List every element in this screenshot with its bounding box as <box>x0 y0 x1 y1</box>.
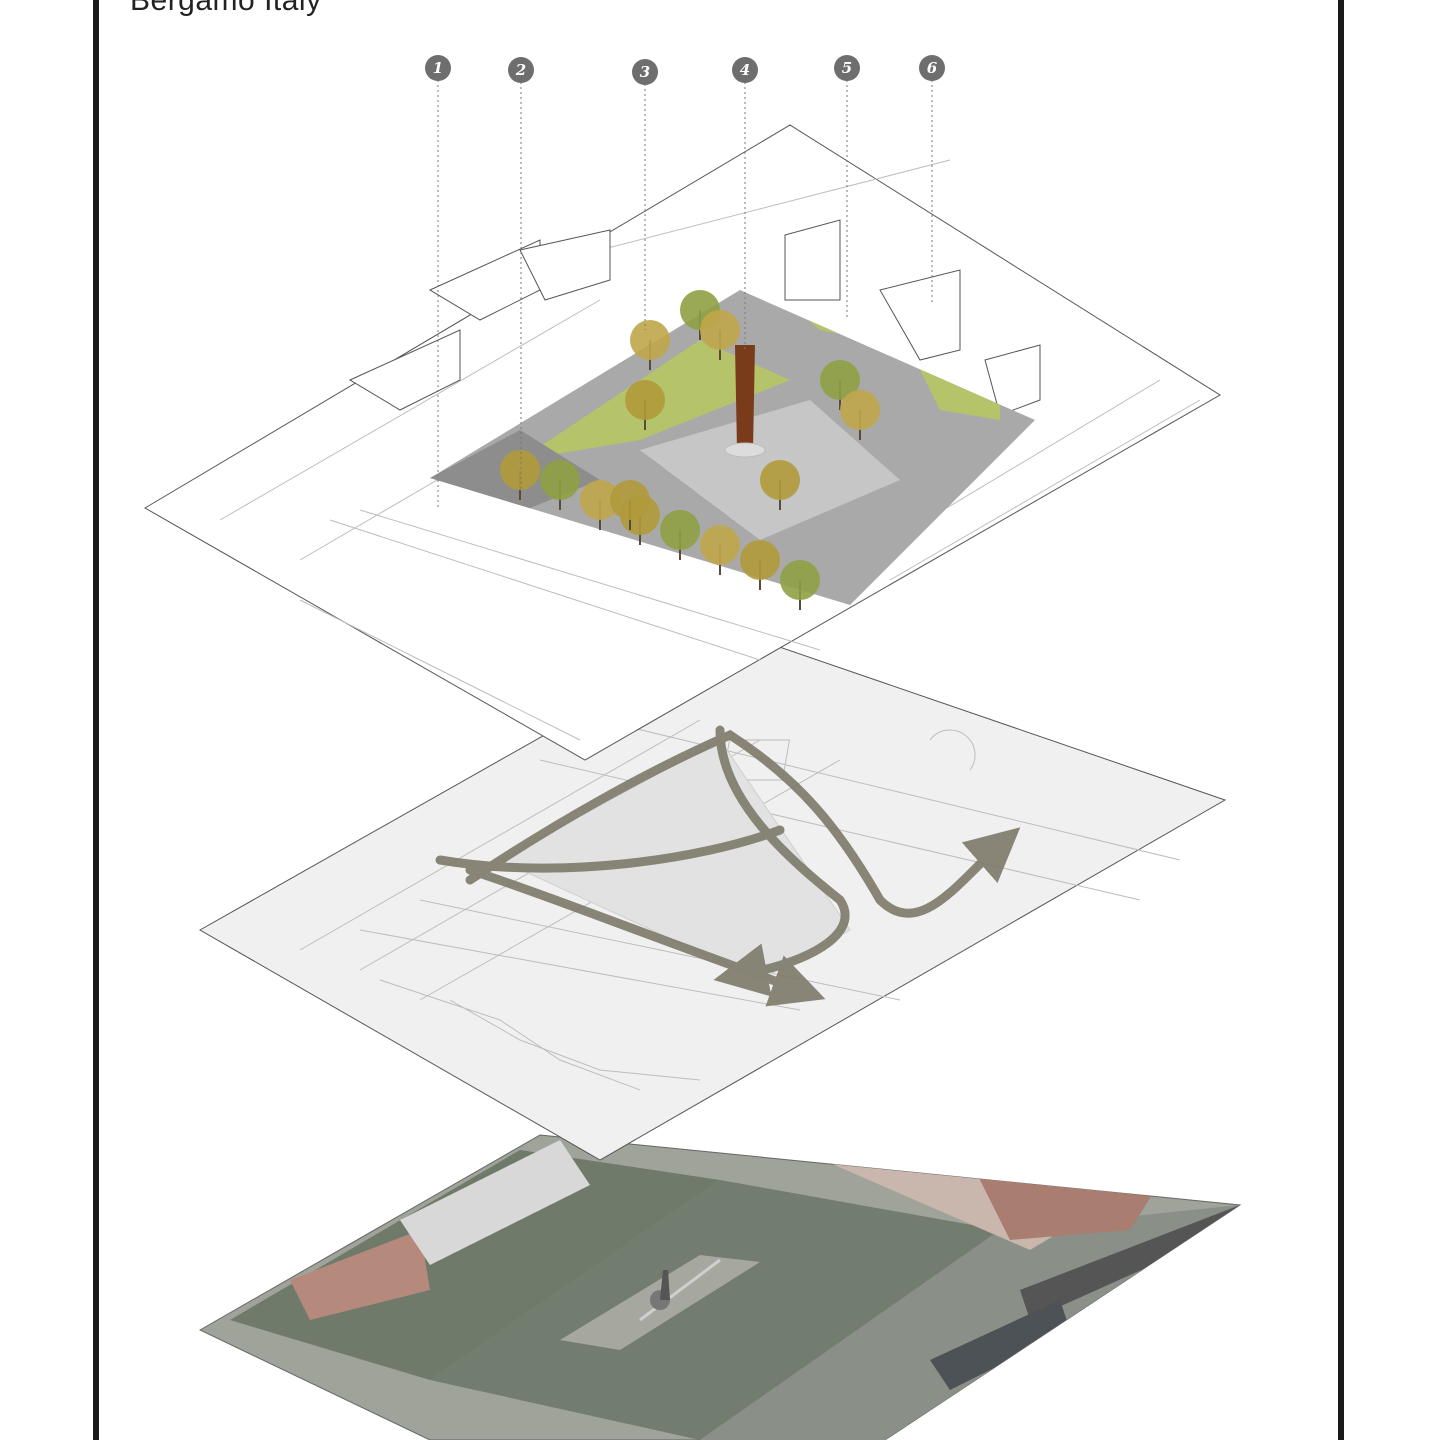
marker-label: 1 <box>433 59 443 77</box>
marker-label: 4 <box>740 61 750 79</box>
circulation-plan-layer <box>200 630 1225 1160</box>
masterplan-layer <box>145 125 1220 760</box>
monument-icon <box>735 345 755 450</box>
marker-label: 5 <box>842 59 852 77</box>
marker-label: 6 <box>927 59 938 77</box>
marker-label: 3 <box>640 63 650 81</box>
aerial-photo-layer <box>200 1060 1240 1440</box>
marker-label: 2 <box>515 61 526 79</box>
